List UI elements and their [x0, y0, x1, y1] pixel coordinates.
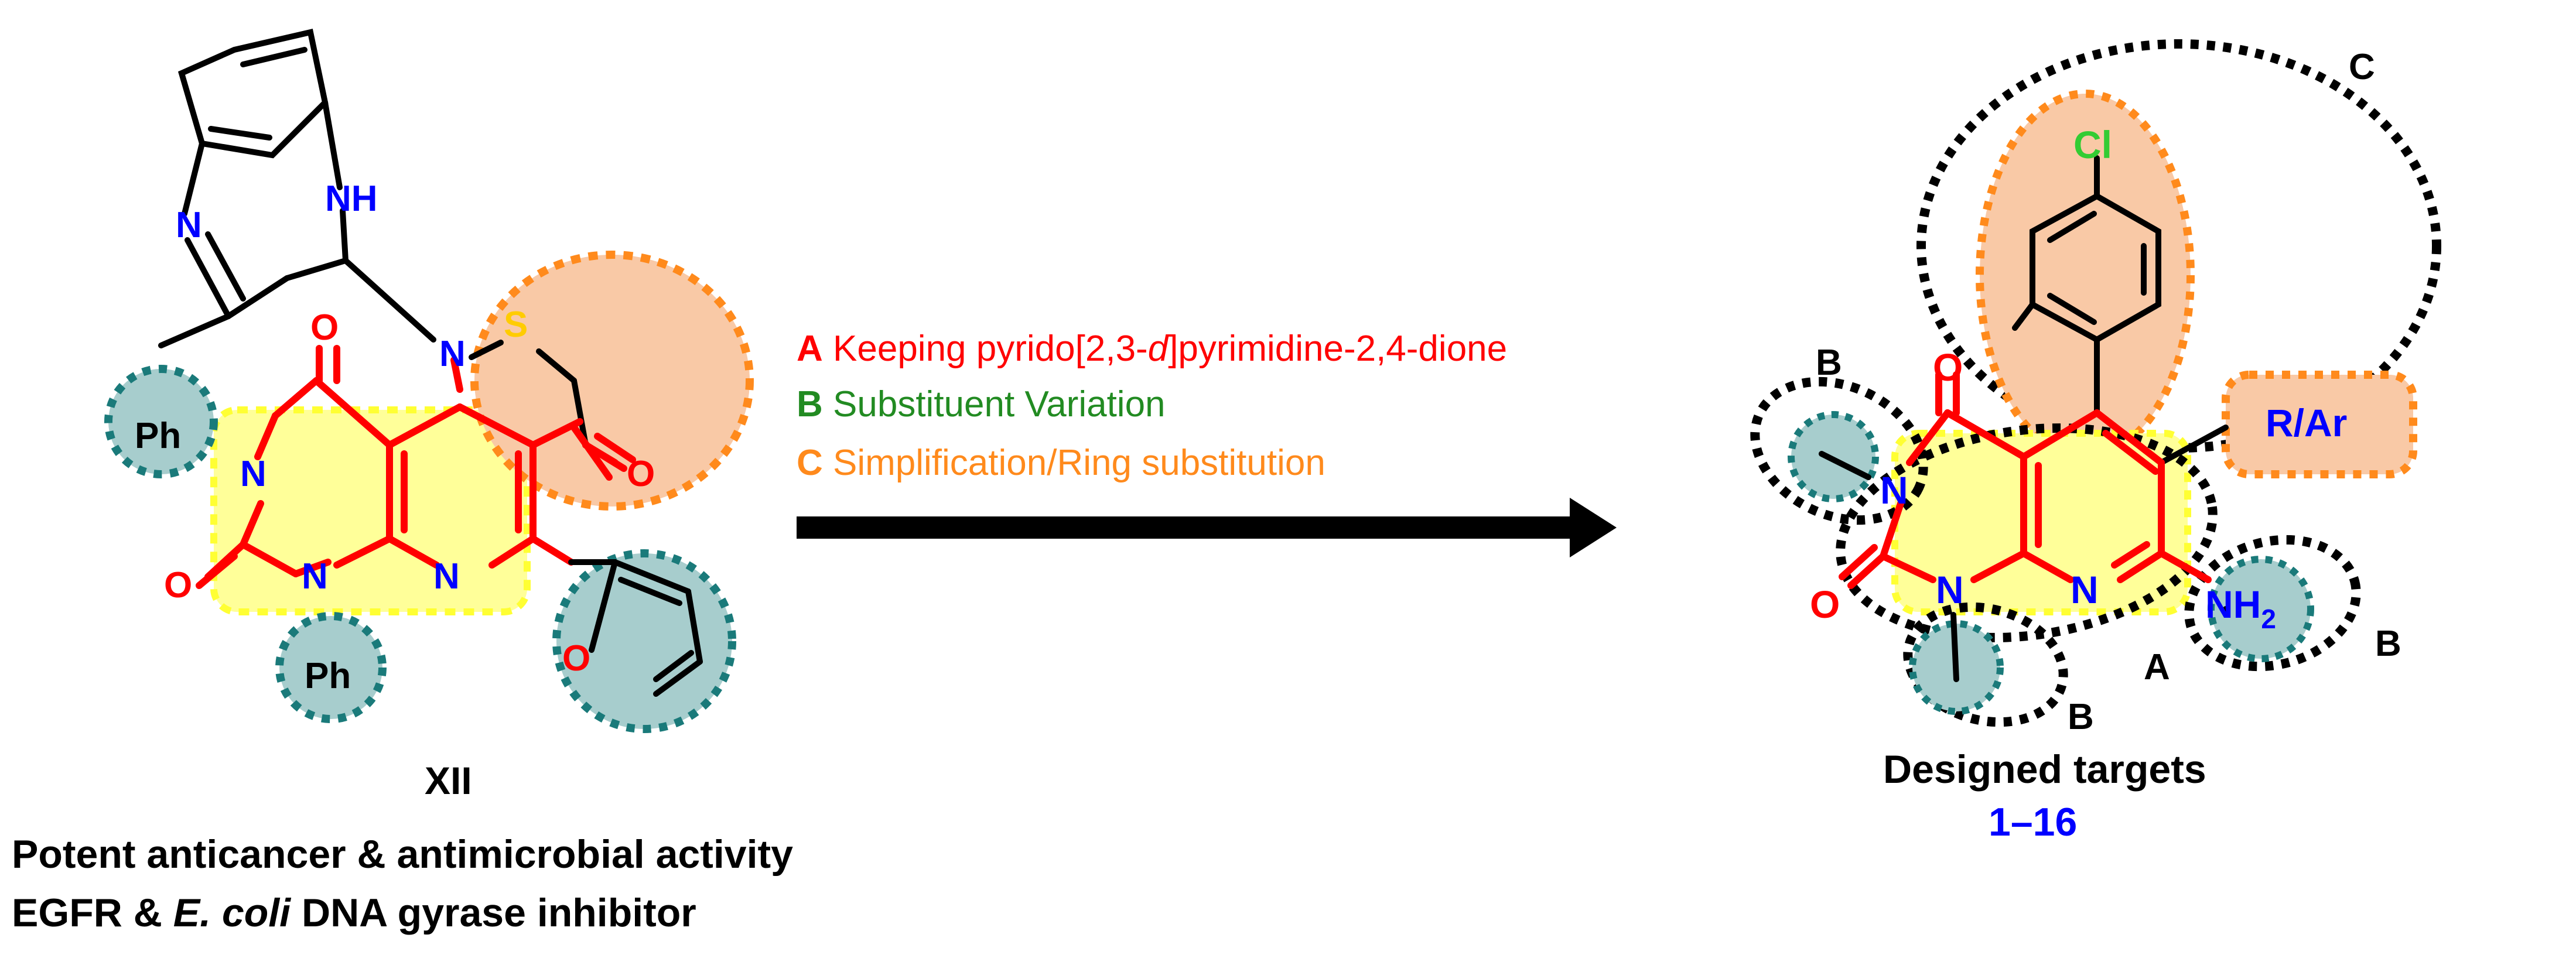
strategy-line-b: B Substituent Variation [797, 384, 1166, 425]
target-atom-nh2: NH2 [2205, 583, 2276, 634]
designed-target-structure: Cl O N O N N NH2 R/Ar A B B B C [1750, 39, 2441, 737]
lead-atom-o-ketone: O [627, 454, 655, 494]
target-atom-n1: N [1936, 568, 1964, 611]
target-b-amino-outline [2184, 535, 2361, 672]
transformation-arrow [797, 498, 1617, 557]
lead-atom-ph-2: Ph [305, 656, 351, 696]
lead-atom-n-azepine: N [176, 205, 202, 245]
lead-activity-line-2: EGFR & E. coli DNA gyrase inhibitor [12, 891, 696, 935]
target-methyl-bonds [1819, 451, 1959, 682]
lead-atom-n-amine: N [439, 334, 466, 374]
target-chlorophenyl-highlight [1976, 90, 2195, 461]
target-atom-o-top: O [1933, 345, 1963, 389]
lead-atom-n1: N [302, 556, 328, 597]
lead-atom-n3: N [240, 454, 267, 494]
lead-furan-bonds [568, 559, 703, 697]
target-caption: Designed targets [1883, 747, 2206, 792]
target-region-b-label-right: B [2375, 624, 2401, 664]
target-chlorophenyl-bonds [2012, 155, 2229, 612]
target-b-methyl-n1-outline [1903, 602, 2068, 727]
target-r-ar-label: R/Ar [2266, 401, 2347, 444]
lead-atom-ph-1: Ph [135, 416, 181, 456]
lead-core-highlight [210, 406, 531, 615]
target-number-range: 1–16 [1989, 800, 2078, 844]
lead-atom-o-top: O [310, 307, 339, 348]
target-b-amino-highlight [2208, 556, 2314, 662]
lead-core-bonds [196, 345, 636, 589]
lead-atom-n8: N [433, 556, 460, 597]
lead-atom-s: S [504, 304, 528, 345]
lead-ph-n1-highlight [275, 612, 387, 723]
lead-compound-label: XII [425, 759, 472, 802]
lead-activity-line-1: Potent anticancer & antimicrobial activi… [12, 832, 793, 877]
lead-benzodiazepine-bonds [158, 28, 589, 448]
target-atom-o-bottom: O [1810, 583, 1840, 626]
lead-ph-n3-highlight [104, 365, 218, 478]
lead-atom-o-furan: O [562, 638, 590, 679]
target-region-a-label: A [2144, 647, 2170, 687]
lead-compound-xii: NH N N S O O O N N N O Ph Ph [104, 28, 754, 733]
target-r-ar-highlight [2222, 371, 2417, 478]
strategy-line-a: A Keeping pyrido[2,3-d]pyrimidine-2,4-di… [797, 328, 1508, 369]
target-atom-n3: N [1880, 468, 1908, 512]
target-region-b-label-top: B [1816, 343, 1842, 383]
target-b-methyl-n3-outline [1750, 377, 1928, 525]
target-atom-cl: Cl [2073, 123, 2112, 166]
lead-atom-o-bottom: O [164, 565, 192, 605]
lead-c7-furan-bond [529, 535, 575, 566]
strategy-line-c: C Simplification/Ring substitution [797, 443, 1325, 483]
target-region-c-label: C [2349, 47, 2375, 87]
target-region-b-label-bottom: B [2068, 697, 2094, 737]
lead-atom-nh: NH [325, 179, 378, 219]
target-core-bonds [1839, 371, 2212, 589]
target-atom-n8: N [2071, 568, 2099, 611]
